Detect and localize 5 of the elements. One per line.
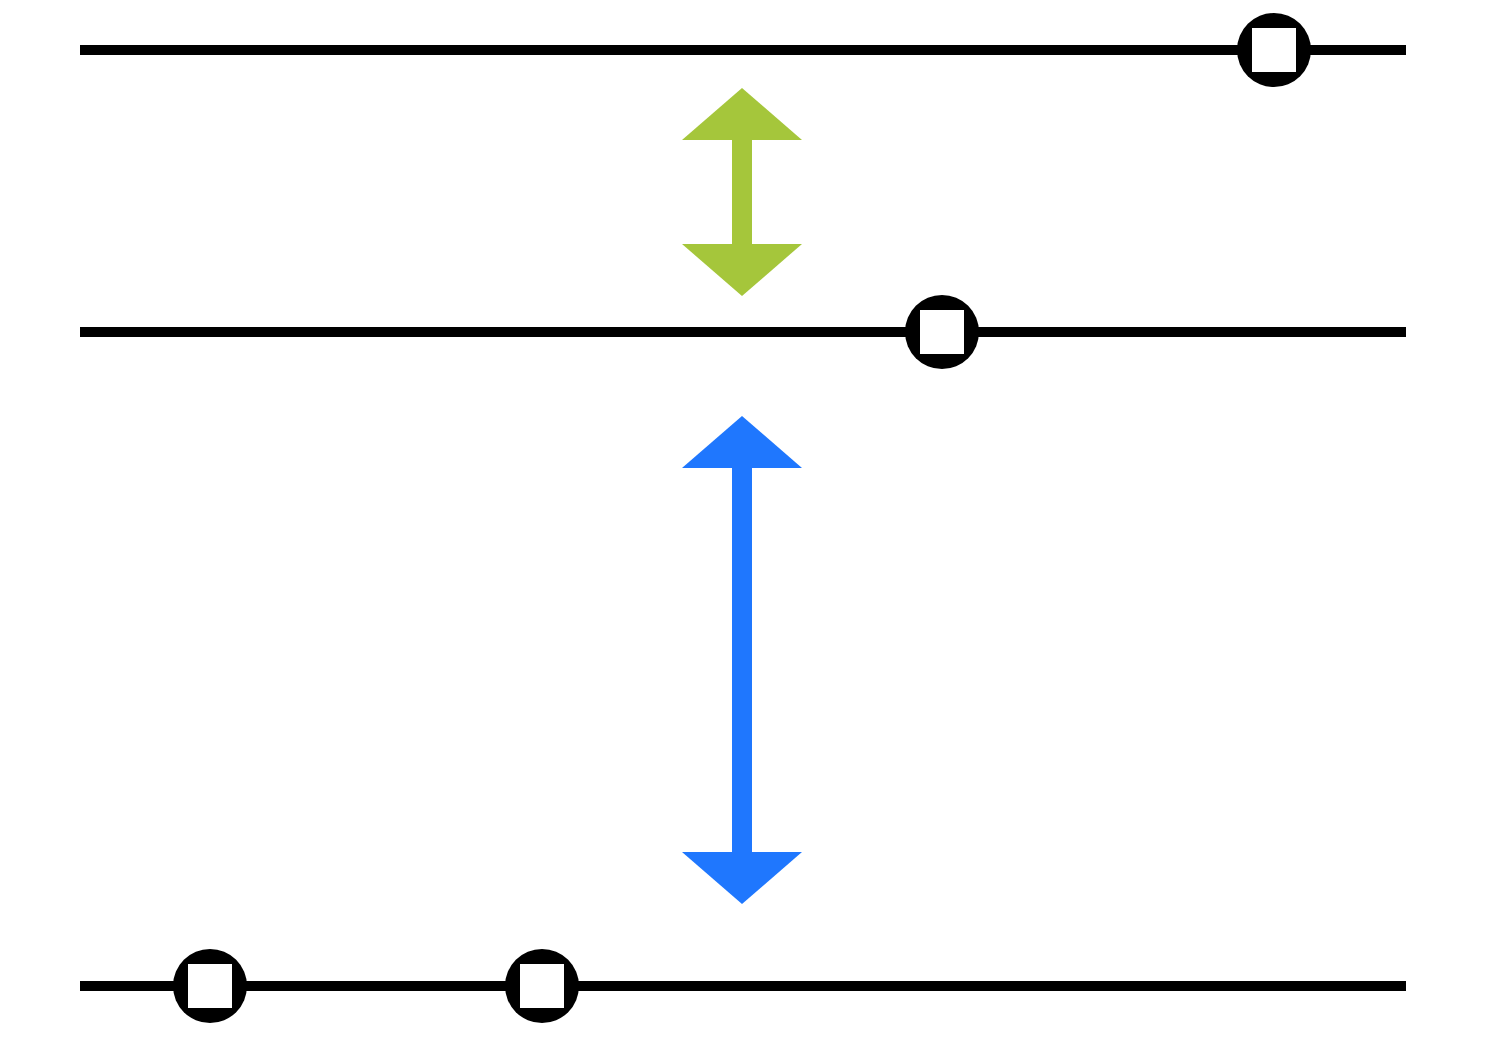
double-arrow (682, 88, 802, 296)
horizontal-line (80, 45, 1406, 55)
horizontal-line (80, 327, 1406, 337)
double-arrow (682, 416, 802, 904)
horizontal-line (80, 981, 1406, 991)
